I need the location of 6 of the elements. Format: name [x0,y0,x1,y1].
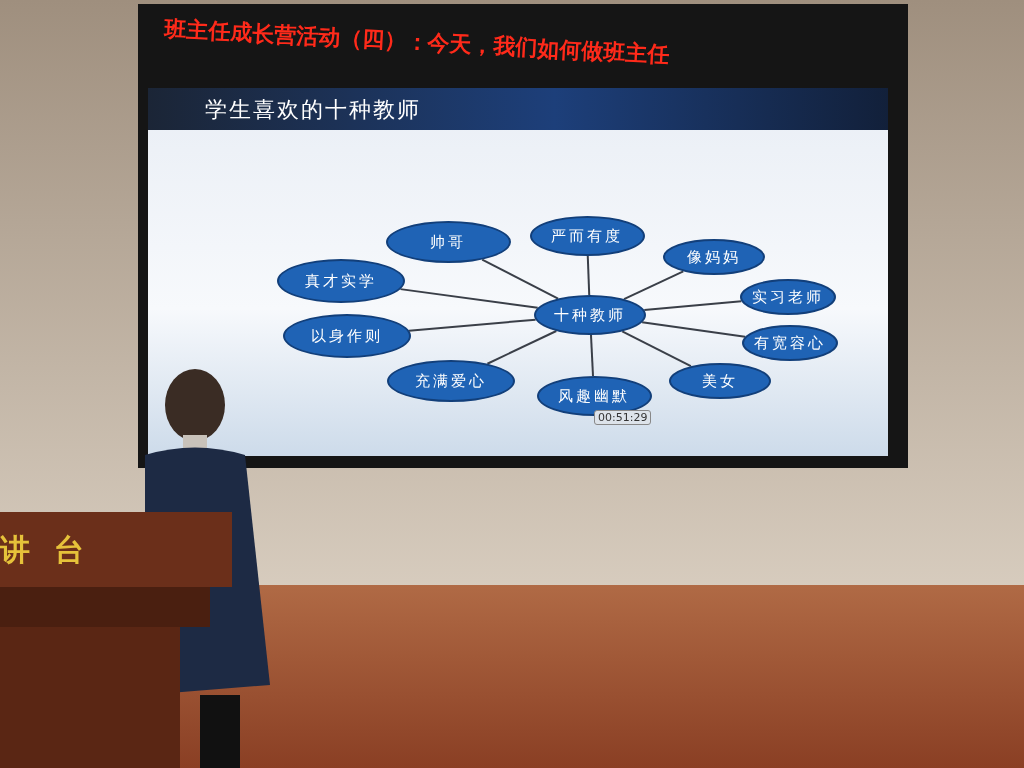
connector-line [586,255,591,296]
timestamp: 00:51:29 [594,410,652,425]
podium-sign: 讲台 [0,531,108,569]
ticker-text: 班主任成长营活动（四）：今天，我们如何做班主任 [163,15,671,70]
slide-title: 学生喜欢的十种教师 [205,96,421,124]
connector-line [590,334,594,377]
